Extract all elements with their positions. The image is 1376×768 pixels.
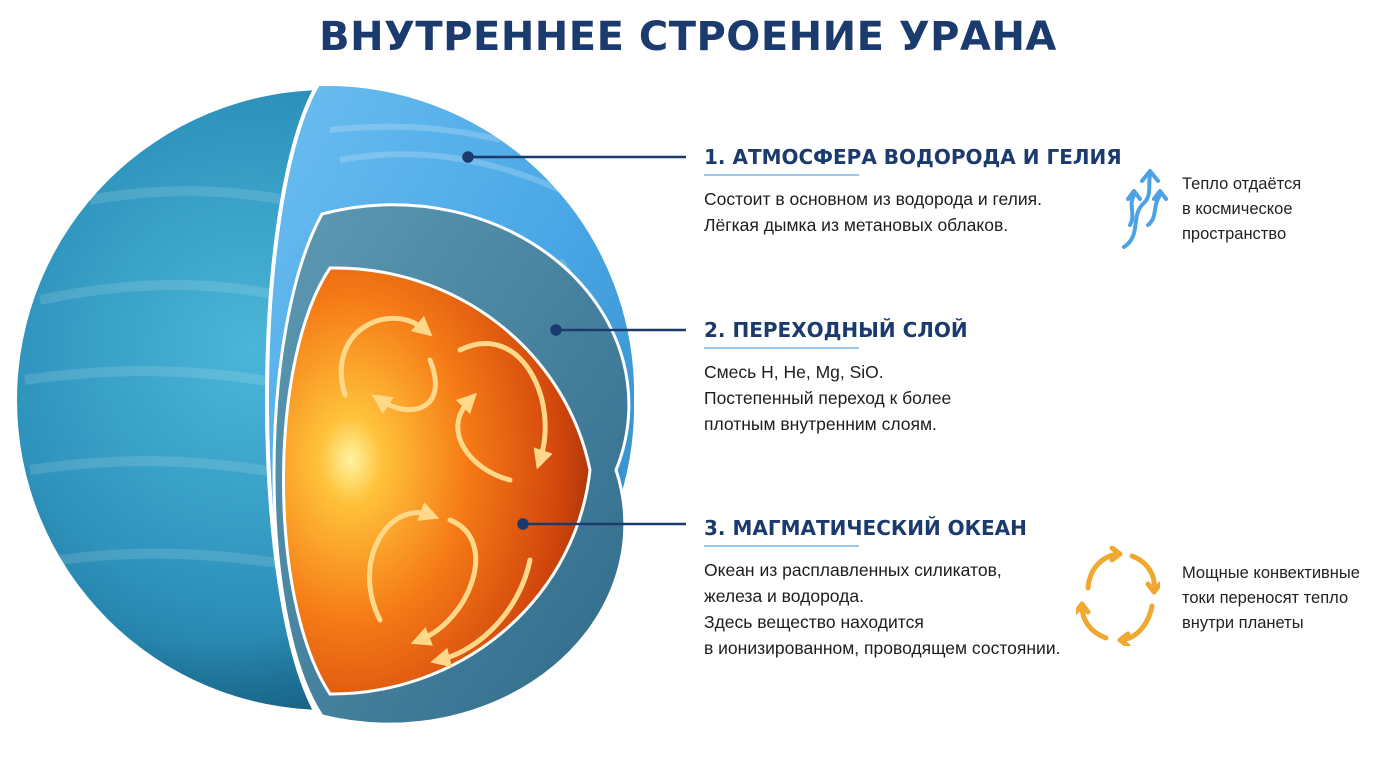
layer-heading-transition: 2. ПЕРЕХОДНЫЙ СЛОЙ bbox=[704, 318, 968, 349]
description-line: Здесь вещество находится bbox=[704, 612, 924, 632]
layer-description-magma: Океан из расплавленных силикатов, железа… bbox=[704, 557, 1060, 661]
note-line: Тепло отдаётся bbox=[1182, 175, 1302, 193]
layer-heading-atmosphere: 1. АТМОСФЕРА ВОДОРОДА И ГЕЛИЯ bbox=[704, 145, 1122, 176]
description-line: железа и водорода. bbox=[704, 586, 864, 606]
description-line: плотным внутренним слоям. bbox=[704, 414, 937, 434]
note-line: Мощные конвективные bbox=[1182, 564, 1360, 582]
layer-atmosphere-info: 1. АТМОСФЕРА ВОДОРОДА И ГЕЛИЯ Состоит в … bbox=[704, 145, 1122, 238]
note-heat-release: Тепло отдаётся в космическое пространств… bbox=[1182, 172, 1301, 247]
description-line: Постепенный переход к более bbox=[704, 388, 952, 408]
layer-transition-info: 2. ПЕРЕХОДНЫЙ СЛОЙ Смесь H, He, Mg, SiO.… bbox=[704, 318, 968, 437]
page-title: ВНУТРЕННЕЕ СТРОЕНИЕ УРАНА bbox=[319, 14, 1057, 60]
description-line: Океан из расплавленных силикатов, bbox=[704, 560, 1002, 580]
leader-lines bbox=[462, 151, 686, 530]
note-line: токи переносят тепло bbox=[1182, 589, 1349, 607]
note-line: внутри планеты bbox=[1182, 614, 1304, 632]
layer-heading-magma: 3. МАГМАТИЧЕСКИЙ ОКЕАН bbox=[704, 516, 1027, 547]
layer-magma-info: 3. МАГМАТИЧЕСКИЙ ОКЕАН Океан из расплавл… bbox=[704, 516, 1060, 661]
layer-description-transition: Смесь H, He, Mg, SiO. Постепенный перехо… bbox=[704, 359, 951, 437]
convection-flow-arrows bbox=[338, 315, 553, 668]
note-convection: Мощные конвективные токи переносят тепло… bbox=[1182, 561, 1360, 636]
convection-cycle-icon bbox=[1076, 546, 1160, 646]
description-line: Состоит в основном из водорода и гелия. bbox=[704, 189, 1043, 209]
heat-release-arrows-icon bbox=[1122, 169, 1168, 249]
description-line: в ионизированном, проводящем состоянии. bbox=[704, 638, 1061, 658]
note-line: пространство bbox=[1182, 225, 1287, 243]
layer-description-atmosphere: Состоит в основном из водорода и гелия. … bbox=[704, 186, 1042, 238]
description-line: Лёгкая дымка из метановых облаков. bbox=[704, 215, 1009, 235]
magma-ocean-layer bbox=[282, 266, 592, 696]
note-line: в космическое bbox=[1182, 200, 1293, 218]
description-line: Смесь H, He, Mg, SiO. bbox=[704, 362, 884, 382]
